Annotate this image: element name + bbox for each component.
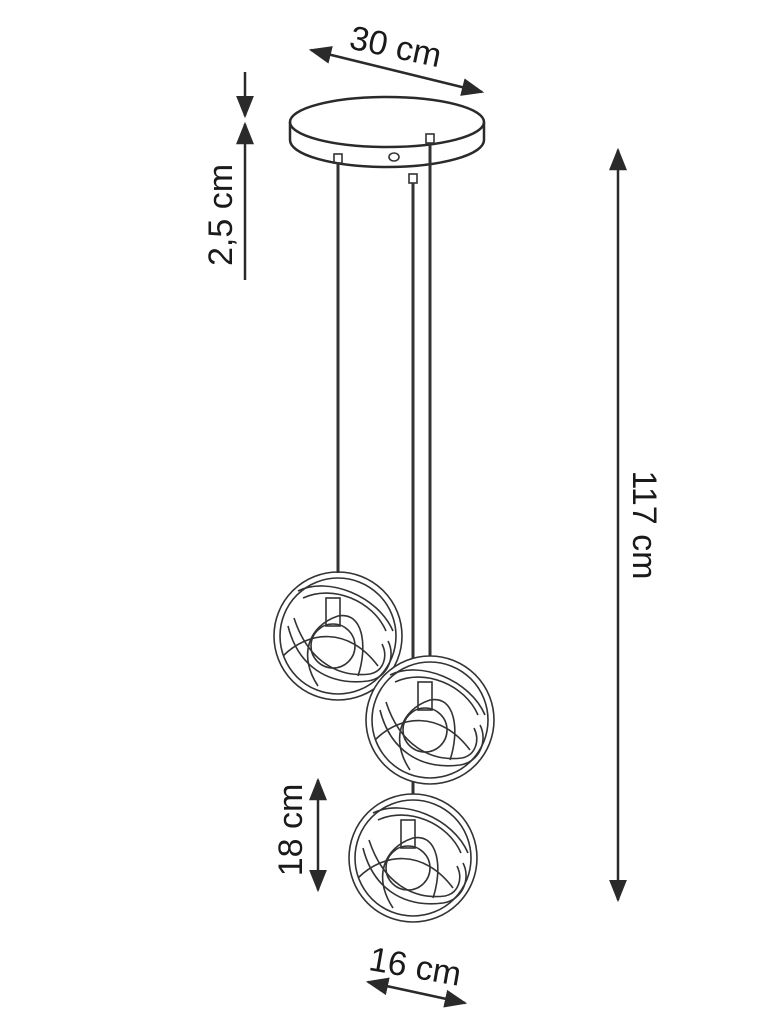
total-height-label: 117 cm <box>625 471 663 580</box>
canopy-width-label: 30 cm <box>346 19 444 75</box>
globe-shade-2 <box>365 655 495 785</box>
canopy-height-label: 2,5 cm <box>202 164 240 266</box>
shade-height-label: 18 cm <box>272 784 310 877</box>
canopy-width-arrow <box>308 46 485 96</box>
globe-shade-3 <box>348 793 478 923</box>
canopy <box>288 95 486 184</box>
shade-diameter-arrow <box>365 977 468 1008</box>
